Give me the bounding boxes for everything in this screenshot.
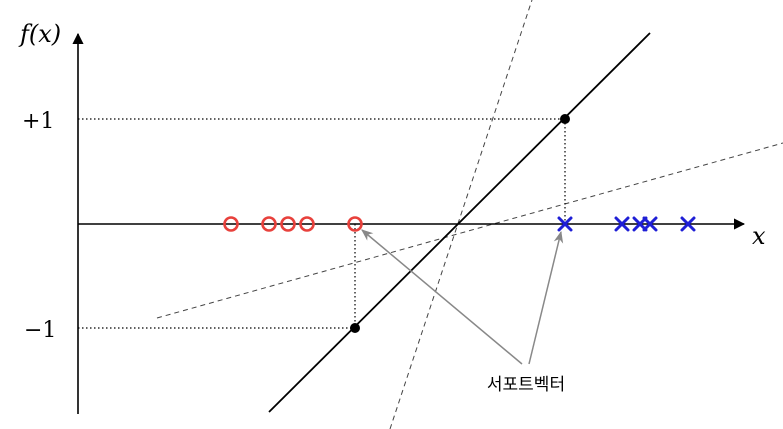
negative-point (261, 216, 277, 232)
negative-class-points (223, 216, 363, 232)
positive-class-points (557, 216, 696, 232)
annotation-arrow-left (361, 229, 523, 365)
y-tick-plus-one: +1 (22, 109, 54, 134)
positive-point (614, 216, 630, 232)
support-vector-label: 서포트벡터 (487, 375, 565, 395)
negative-point (299, 216, 315, 232)
y-tick-minus-one: −1 (24, 318, 56, 343)
negative-point (280, 216, 296, 232)
decision-function-line (268, 32, 651, 413)
annotation-arrow-right (528, 230, 564, 365)
negative-point-support (347, 216, 363, 232)
positive-point (642, 216, 658, 232)
dashed-separator-steep (389, 0, 533, 429)
dashed-separator-shallow (156, 142, 783, 319)
positive-point (680, 216, 696, 232)
support-projection-minus (350, 323, 360, 333)
positive-point-support (557, 216, 573, 232)
y-axis-label: f(x) (18, 20, 61, 48)
x-axis-label: x (752, 222, 766, 250)
support-projection-plus (560, 114, 570, 124)
negative-point (223, 216, 239, 232)
